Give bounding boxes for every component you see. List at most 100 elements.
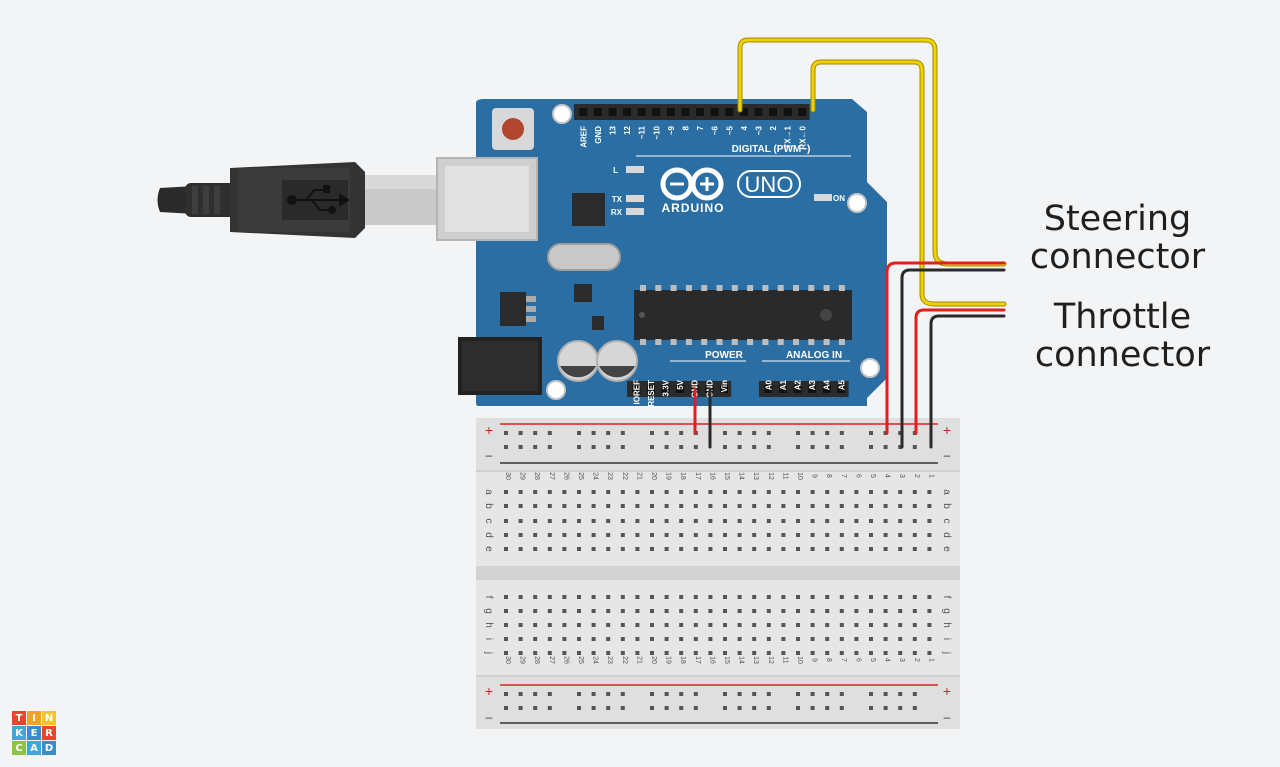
digital-pin-socket[interactable] — [783, 108, 792, 116]
analog-pin-socket[interactable] — [808, 385, 817, 393]
analog-header-label: ANALOG IN — [786, 350, 842, 361]
breadboard-column-number: 17 — [694, 656, 701, 664]
power-pin-socket[interactable] — [661, 385, 670, 393]
breadboard-column-number: 14 — [738, 472, 745, 480]
digital-pin-label: ~5 — [725, 125, 734, 135]
breadboard-column-number: 12 — [767, 472, 774, 480]
digital-pin-label: RX←0 — [798, 125, 807, 149]
breadboard-column-number: 27 — [548, 656, 555, 664]
breadboard-row-letter: h — [483, 622, 494, 628]
led-on — [814, 194, 832, 201]
breadboard-column-number: 21 — [635, 656, 642, 664]
breadboard[interactable]: + + – – + + – – 303029292828272726262525… — [476, 418, 960, 729]
digital-pin-label: 8 — [682, 125, 691, 130]
led-rx — [626, 208, 644, 215]
rail-minus-br: – — [944, 710, 951, 724]
digital-pin-socket[interactable] — [754, 108, 763, 116]
digital-pin-socket[interactable] — [725, 108, 734, 116]
voltage-regulator — [500, 292, 526, 326]
digital-pin-socket[interactable] — [637, 108, 646, 116]
digital-pin-socket[interactable] — [579, 108, 588, 116]
breadboard-column-number: 23 — [606, 472, 613, 480]
digital-header[interactable] — [574, 104, 810, 120]
digital-pin-socket[interactable] — [652, 108, 661, 116]
breadboard-column-number: 15 — [723, 656, 730, 664]
breadboard-column-number: 24 — [592, 656, 599, 664]
breadboard-row-letter: i — [483, 638, 494, 640]
digital-pin-socket[interactable] — [769, 108, 778, 116]
power-pin-label: IOREF — [632, 380, 641, 405]
breadboard-column-number: 10 — [796, 656, 803, 664]
power-pin-socket[interactable] — [676, 385, 685, 393]
digital-pin-socket[interactable] — [593, 108, 602, 116]
analog-pin-socket[interactable] — [837, 385, 846, 393]
digital-pin-socket[interactable] — [666, 108, 675, 116]
usb-chip — [572, 193, 605, 226]
breadboard-column-number: 4 — [884, 658, 891, 662]
analog-pin-socket[interactable] — [778, 385, 787, 393]
breadboard-column-number: 20 — [650, 656, 657, 664]
analog-pin-label: A5 — [837, 379, 846, 390]
power-pin-socket[interactable] — [719, 385, 728, 393]
throttle-label-line2: connector — [1034, 335, 1211, 375]
analog-pin-label: A2 — [794, 379, 803, 390]
digital-pin-socket[interactable] — [623, 108, 632, 116]
breadboard-column-number: 3 — [898, 658, 905, 662]
breadboard-row-letter: g — [483, 608, 494, 614]
logo-letter: E — [27, 726, 41, 740]
breadboard-row-letter: f — [483, 596, 494, 599]
breadboard-column-number: 27 — [548, 472, 555, 480]
power-pin-socket[interactable] — [632, 385, 641, 393]
breadboard-column-number: 9 — [811, 474, 818, 478]
reset-button[interactable] — [492, 108, 534, 150]
throttle-power-wire[interactable] — [914, 308, 1006, 435]
throttle-ground-wire[interactable] — [929, 314, 1006, 449]
steering-power-wire[interactable] — [885, 261, 1006, 435]
digital-pin-socket[interactable] — [608, 108, 617, 116]
analog-pin-socket[interactable] — [764, 385, 773, 393]
breadboard-column-number: 19 — [665, 472, 672, 480]
breadboard-column-number: 26 — [562, 656, 569, 664]
steering-ground-wire[interactable] — [900, 268, 1006, 449]
digital-pin-socket[interactable] — [710, 108, 719, 116]
logo-letter: T — [12, 711, 26, 725]
analog-pin-socket[interactable] — [822, 385, 831, 393]
breadboard-row-letter: d — [483, 532, 494, 538]
breadboard-column-number: 29 — [519, 472, 526, 480]
digital-header-label: DIGITAL (PWM~) — [732, 144, 811, 155]
rail-minus-bl: – — [486, 710, 493, 724]
throttle-label-line1: Throttle — [1053, 297, 1192, 337]
usb-cable[interactable] — [157, 162, 441, 238]
breadboard-column-number: 24 — [592, 472, 599, 480]
rail-plus-tr: + — [943, 422, 951, 438]
wires[interactable] — [693, 37, 1007, 449]
logo-letter: N — [42, 711, 56, 725]
digital-pin-socket[interactable] — [696, 108, 705, 116]
breadboard-column-number: 13 — [752, 656, 759, 664]
breadboard-row-letter: j — [483, 651, 494, 654]
breadboard-row-letter: e — [941, 546, 952, 552]
breadboard-row-letter: d — [941, 532, 952, 538]
logo-letter: A — [27, 741, 41, 755]
breadboard-column-number: 5 — [869, 474, 876, 478]
digital-pin-label: 2 — [769, 125, 778, 130]
breadboard-column-number: 11 — [781, 656, 788, 663]
breadboard-column-number: 4 — [884, 474, 891, 478]
digital-pin-label: 12 — [623, 125, 632, 134]
digital-pin-socket[interactable] — [739, 108, 748, 116]
power-pin-socket[interactable] — [646, 385, 655, 393]
power-header-label: POWER — [705, 350, 744, 361]
power-pin-label: 5V — [676, 379, 685, 389]
digital-pin-label: ~3 — [755, 125, 764, 135]
digital-pin-socket[interactable] — [798, 108, 807, 116]
power-pin-label: RESET — [647, 380, 656, 407]
logo-letter: I — [27, 711, 41, 725]
steering-label-line1: Steering — [1043, 199, 1192, 239]
digital-pin-socket[interactable] — [681, 108, 690, 116]
breadboard-column-number: 22 — [621, 472, 628, 480]
steering-connector-label: Steering connector — [1020, 200, 1215, 276]
power-pin-label: Vin — [720, 380, 729, 392]
analog-header[interactable] — [759, 381, 849, 397]
analog-pin-socket[interactable] — [793, 385, 802, 393]
